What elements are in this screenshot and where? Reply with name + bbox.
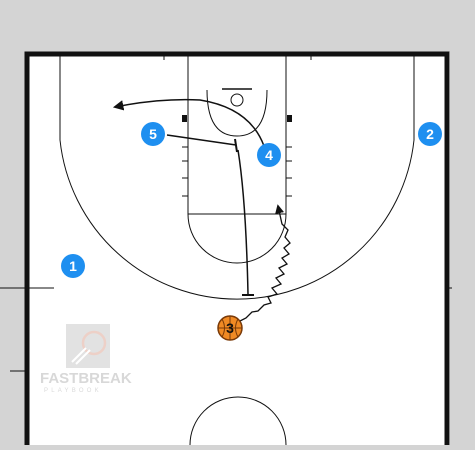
cut-arrow-player-4 — [112, 98, 265, 147]
watermark-line1: FASTBREAK — [40, 370, 132, 387]
low-block-right — [287, 115, 292, 122]
player-marker — [257, 143, 281, 167]
watermark-line2: PLAYBOOK — [44, 388, 102, 394]
three-point-line — [59, 54, 415, 300]
player-5: 5 — [141, 122, 165, 146]
court-floor — [25, 52, 450, 450]
players: 1 2 3 4 5 — [61, 122, 442, 341]
lane-hash-marks — [182, 146, 292, 197]
player-number: 1 — [69, 258, 77, 274]
player-2: 2 — [418, 122, 442, 146]
player-3: 3 — [217, 315, 243, 341]
watermark-ball-icon — [81, 330, 107, 356]
dribble-path-player-3 — [235, 204, 291, 324]
player-marker — [61, 254, 85, 278]
watermark-logo-box — [66, 324, 110, 368]
center-circle — [189, 396, 287, 446]
player-number: 3 — [226, 320, 234, 336]
restricted-area — [206, 89, 268, 137]
player-number: 2 — [426, 126, 434, 142]
low-block-left — [182, 115, 187, 122]
player-marker — [141, 122, 165, 146]
player-marker — [418, 122, 442, 146]
player-number: 4 — [265, 147, 273, 163]
player-1: 1 — [61, 254, 85, 278]
rim — [230, 93, 244, 107]
player-number: 5 — [149, 126, 157, 142]
fastbreak-watermark: FASTBREAK PLAYBOOK — [40, 324, 132, 394]
screen-line-player-4 — [237, 149, 249, 295]
screen-line-player-5 — [166, 134, 237, 146]
free-throw-circle — [187, 213, 287, 264]
player-4: 4 — [257, 143, 281, 167]
screen-end-player-5 — [234, 138, 238, 153]
paint-lane — [187, 53, 287, 215]
